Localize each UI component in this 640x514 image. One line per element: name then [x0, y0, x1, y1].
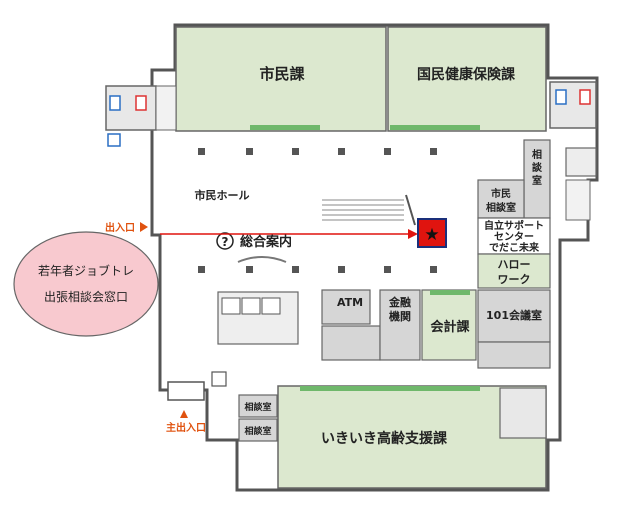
- elevator-3: [261, 297, 281, 315]
- hall-stairs: [322, 194, 416, 226]
- star-marker: ★: [424, 225, 439, 245]
- elevator-right: [565, 147, 597, 177]
- soudanshitsu-b-room: [238, 418, 278, 442]
- male-icon-right: [555, 89, 567, 105]
- label-ikiiki: いきいき高齢支援課: [321, 430, 448, 447]
- label-shimin-hall: 市民ホール: [195, 188, 250, 202]
- counter-top-left: [250, 125, 320, 130]
- female-icon-left: [135, 95, 147, 111]
- callout-line-1: 若年者ジョブトレ: [38, 263, 134, 278]
- shimin-ka-room: [175, 26, 387, 132]
- counter-kaikei: [430, 290, 470, 295]
- elevator-2: [241, 297, 261, 315]
- room-101: [477, 289, 551, 343]
- label-soudanshitsu-a: 相談室: [244, 401, 271, 413]
- small-rooms-101-below: [477, 341, 551, 369]
- atm-room: [321, 289, 371, 325]
- callout-bubble: [13, 231, 159, 337]
- kaikei-room: [421, 289, 477, 361]
- main-entrance-arrow-icon: [180, 410, 188, 418]
- restroom-right: [549, 81, 597, 129]
- soudan-room-tall: [523, 139, 551, 219]
- gray-block-under-atm: [321, 325, 381, 361]
- callout-line-2: 出張相談会窓口: [44, 289, 128, 304]
- label-shimin-soudan-1: 市民: [491, 187, 511, 200]
- label-room-101: 101会議室: [486, 308, 542, 322]
- label-soudanshitsu-b: 相談室: [244, 425, 271, 437]
- phone-box: [211, 371, 227, 387]
- pillars: [198, 148, 437, 273]
- label-shimin-ka: 市民課: [259, 65, 305, 83]
- female-icon-right: [579, 89, 591, 105]
- stairs-right: [565, 179, 591, 221]
- route-arrow-head: [408, 229, 418, 239]
- kokumin-room: [387, 26, 547, 132]
- target-star-box: [417, 218, 447, 248]
- label-kokumin: 国民健康保険課: [417, 66, 516, 83]
- label-jiritsu-3: でだこ未来: [489, 241, 540, 254]
- label-main-entrance: 主出入口: [166, 421, 206, 434]
- wheelchair-icon-left: [107, 133, 121, 147]
- label-soudan-3: 室: [532, 174, 542, 187]
- label-sogo-annai: 総合案内: [240, 234, 292, 250]
- label-hello-2: ワーク: [498, 273, 531, 286]
- kinyu-room: [379, 289, 421, 361]
- restroom-bottom-right: [499, 387, 547, 439]
- hello-work-room: [477, 253, 551, 289]
- info-icon-mark: ?: [222, 235, 229, 249]
- label-soudan-2: 談: [532, 161, 543, 174]
- label-kinyu-1: 金融: [388, 295, 411, 309]
- label-soudan-1: 相: [532, 148, 542, 161]
- stairs-left: [155, 85, 177, 131]
- building-outline: [150, 23, 599, 492]
- info-desk-arc: [237, 256, 287, 263]
- label-hello-1: ハロー: [498, 258, 531, 271]
- counter-top-right: [390, 125, 480, 130]
- main-entrance-door: [167, 381, 205, 401]
- jiritsu-room: [477, 217, 551, 255]
- side-entrance-arrow-icon: [140, 222, 148, 232]
- label-kaikei: 会計課: [430, 319, 470, 335]
- label-shimin-soudan-2: 相談室: [486, 201, 516, 214]
- soudanshitsu-a-room: [238, 394, 278, 418]
- info-icon: [216, 232, 234, 250]
- counter-bottom: [300, 386, 480, 391]
- male-icon-left: [109, 95, 121, 111]
- label-jiritsu-1: 自立サポート: [484, 219, 544, 232]
- elevator-1: [221, 297, 241, 315]
- label-jiritsu-2: センター: [494, 231, 534, 243]
- label-kinyu-2: 機関: [389, 309, 411, 323]
- label-side-entrance: 出入口: [105, 221, 135, 234]
- label-atm: ATM: [337, 296, 363, 309]
